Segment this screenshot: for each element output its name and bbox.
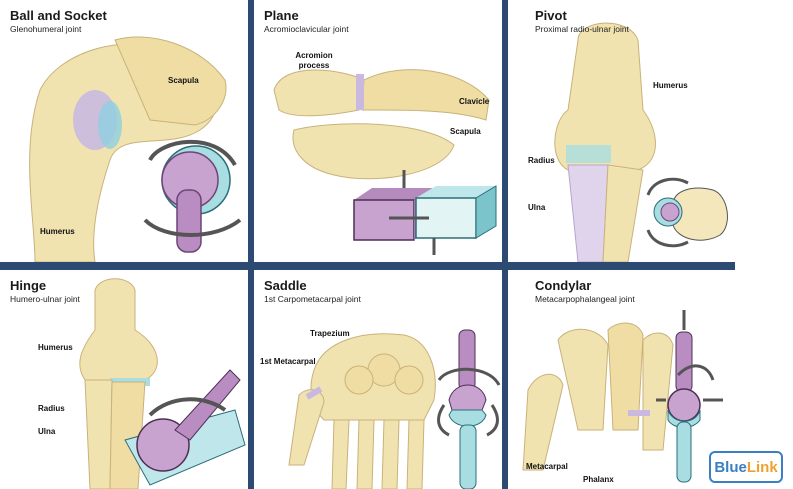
divider-horizontal bbox=[0, 262, 735, 270]
panel-ball-and-socket: Ball and Socket Glenohumeral joint Scapu… bbox=[0, 0, 248, 262]
label-clavicle: Clavicle bbox=[459, 97, 490, 106]
label-trapezium: Trapezium bbox=[310, 329, 350, 338]
label-radius: Radius bbox=[528, 156, 555, 165]
panel-subtitle: Proximal radio-ulnar joint bbox=[535, 24, 630, 34]
label-ulna: Ulna bbox=[528, 203, 546, 212]
label-scapula: Scapula bbox=[168, 76, 199, 85]
panel-subtitle: Metacarpophalangeal joint bbox=[535, 294, 635, 304]
panel-title: Saddle bbox=[264, 278, 307, 293]
label-ulna: Ulna bbox=[38, 427, 56, 436]
logo-text-link: Link bbox=[746, 458, 778, 476]
label-acromion-process: Acromion process bbox=[295, 51, 333, 70]
panel-title: Plane bbox=[264, 8, 299, 23]
pivot-illustration bbox=[554, 22, 728, 262]
label-humerus: Humerus bbox=[40, 227, 75, 236]
panel-hinge: Hinge Humero-ulnar joint Humerus Radius … bbox=[0, 270, 248, 489]
saddle-illustration bbox=[288, 329, 501, 489]
panel-title: Condylar bbox=[535, 278, 592, 293]
label-scapula: Scapula bbox=[450, 127, 481, 136]
hinge-illustration bbox=[79, 278, 246, 489]
panel-subtitle: Humero-ulnar joint bbox=[10, 294, 80, 304]
panel-subtitle: Acromioclavicular joint bbox=[264, 24, 349, 34]
ball-socket-illustration bbox=[29, 36, 242, 262]
label-metacarpal: Metacarpal bbox=[526, 462, 568, 471]
panel-plane: Plane Acromioclavicular joint Acromion p… bbox=[254, 0, 502, 262]
condylar-illustration bbox=[522, 310, 723, 483]
divider-vertical-right bbox=[502, 0, 508, 489]
panel-title: Pivot bbox=[535, 8, 567, 23]
label-radius: Radius bbox=[38, 404, 65, 413]
label-phalanx: Phalanx bbox=[583, 475, 614, 484]
panel-title: Hinge bbox=[10, 278, 47, 293]
panel-subtitle: Glenohumeral joint bbox=[10, 24, 82, 34]
label-humerus: Humerus bbox=[38, 343, 73, 352]
panel-saddle: Saddle 1st Carpometacarpal joint Trapezi… bbox=[254, 270, 502, 489]
plane-illustration bbox=[273, 69, 497, 255]
panel-title: Ball and Socket bbox=[10, 8, 107, 23]
label-1st-metacarpal: 1st Metacarpal bbox=[260, 357, 316, 366]
panel-pivot: Pivot Proximal radio-ulnar joint Humerus… bbox=[508, 0, 793, 262]
divider-vertical-left bbox=[248, 0, 254, 489]
label-humerus: Humerus bbox=[653, 81, 688, 90]
logo-text-blue: Blue bbox=[714, 458, 747, 476]
panel-subtitle: 1st Carpometacarpal joint bbox=[264, 294, 361, 304]
